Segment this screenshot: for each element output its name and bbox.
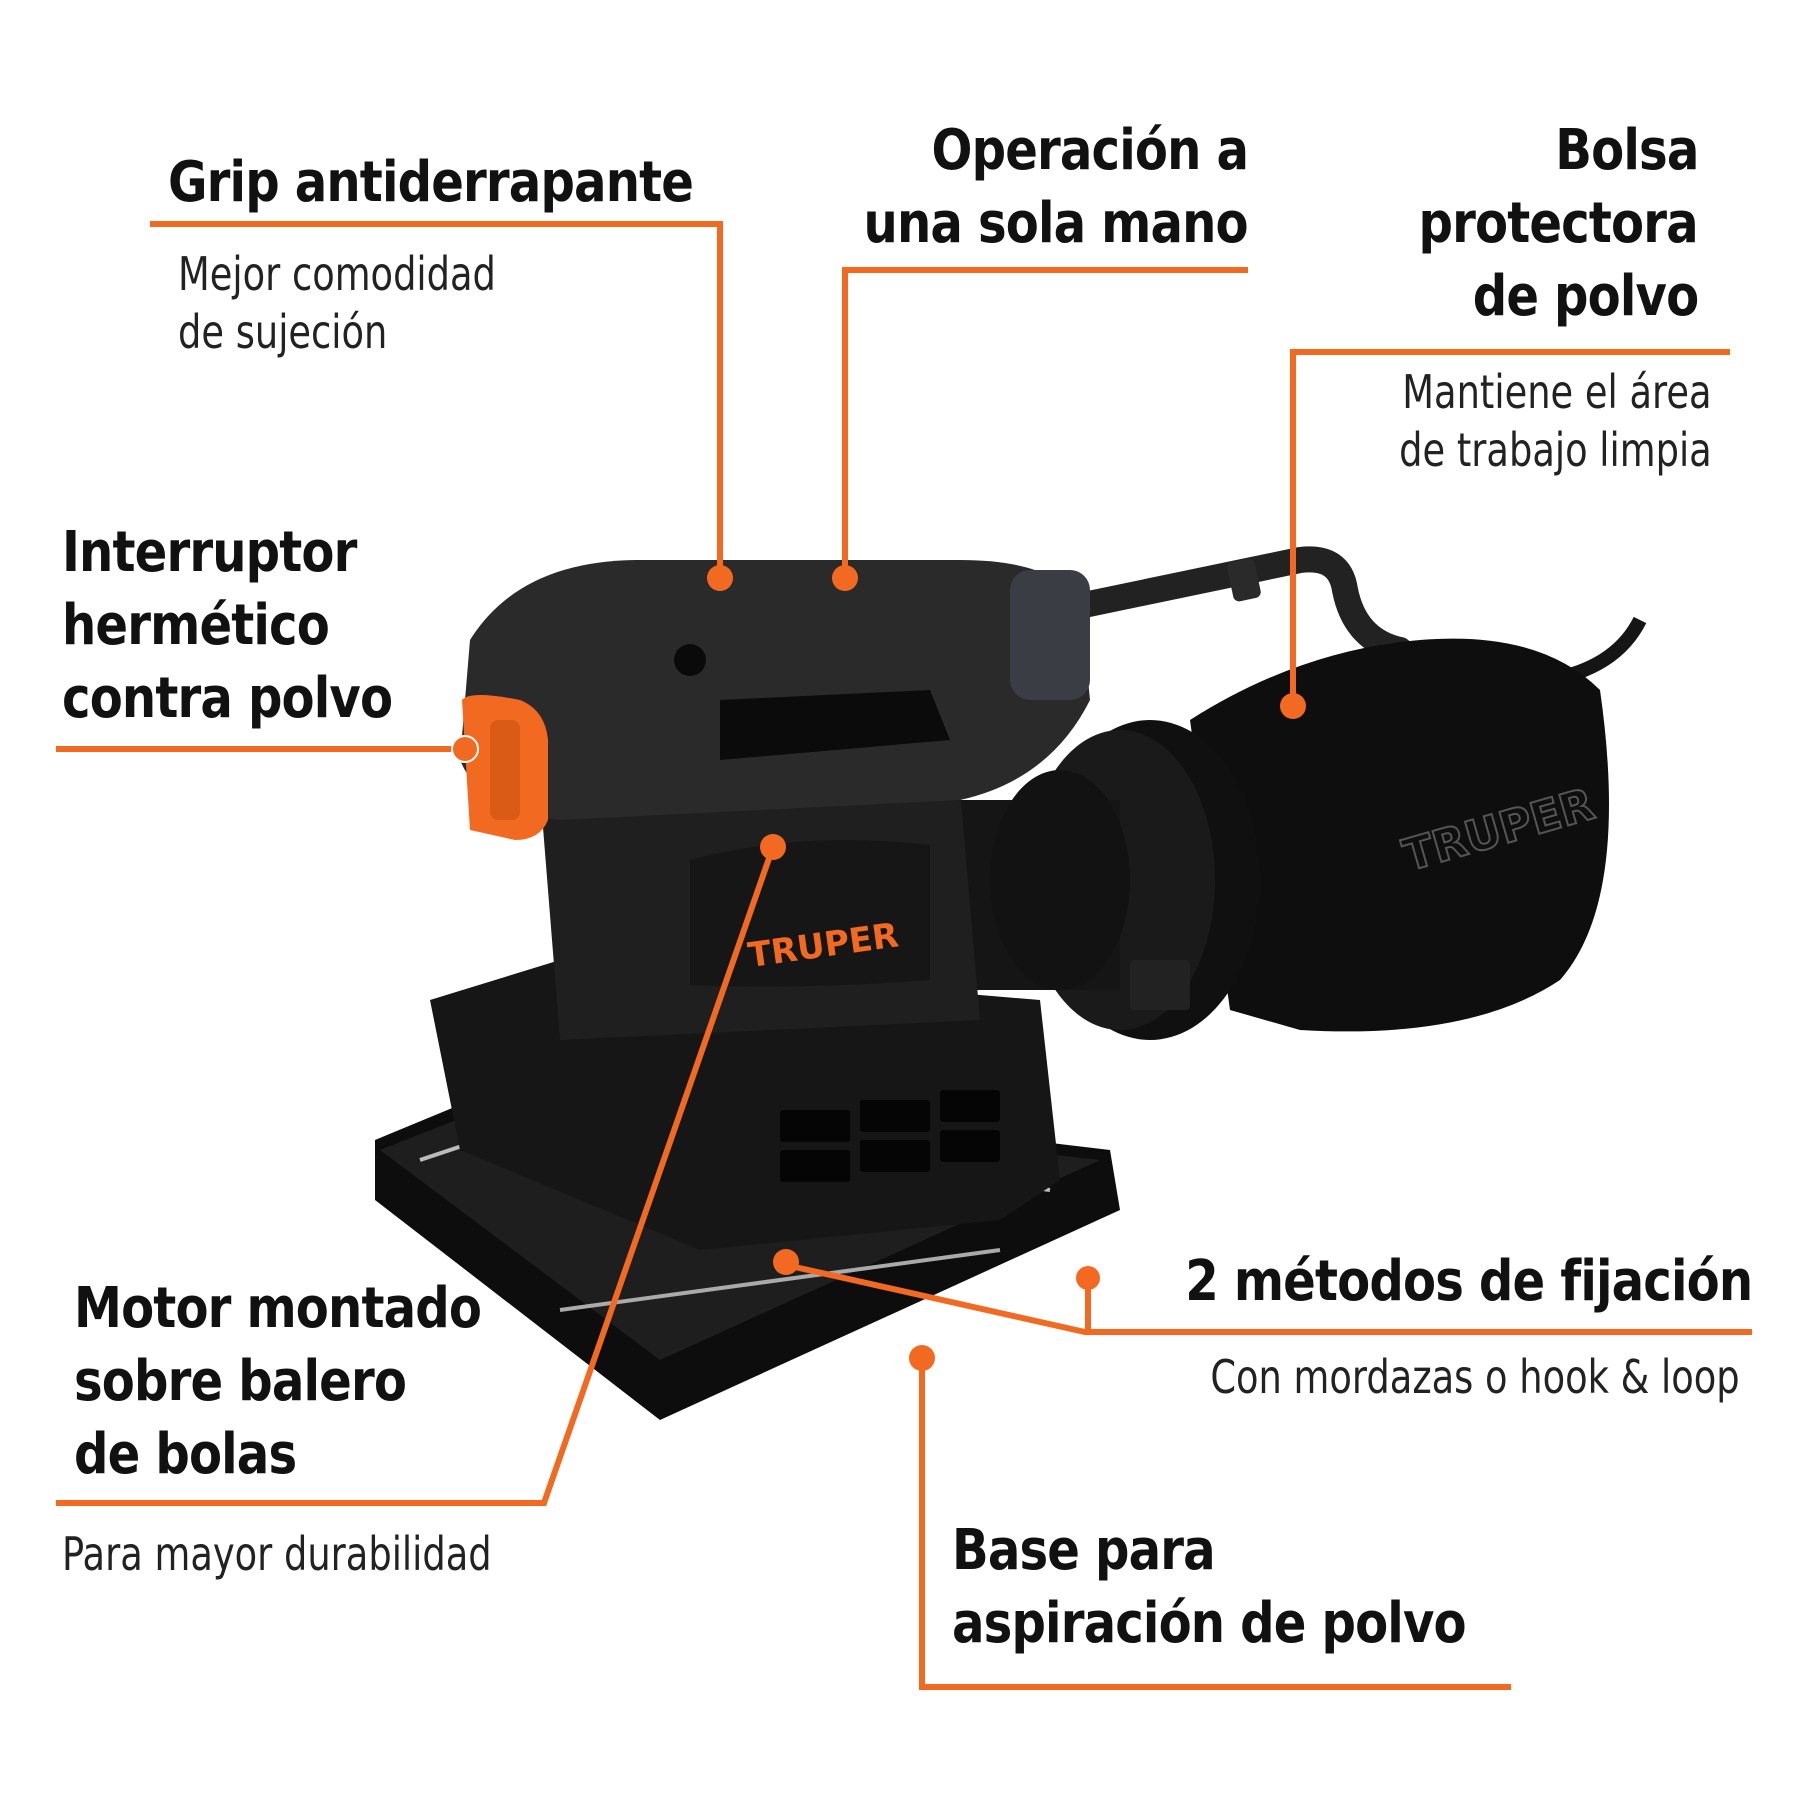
callout-switch-title-3: contra polvo [62,666,393,731]
callout-dust-bag-title-2: protectora [1418,191,1699,256]
callout-fixing-subtitle: Con mordazas o hook & loop [1210,1350,1740,1404]
callout-motor-title-2: sobre balero [74,1349,407,1414]
callout-dust-base-title-2: aspiración de polvo [952,1591,1467,1656]
callout-motor-subtitle: Para mayor durabilidad [62,1527,492,1581]
leader-grip [150,221,723,575]
leader-dust-bag [1290,349,1730,700]
callout-switch-title-1: Interruptor [62,520,357,585]
callout-grip-subtitle-1: Mejor comodidad [178,247,496,301]
leader-motor [56,846,776,1506]
callout-grip-subtitle-2: de sujeción [178,305,388,359]
callout-motor-title-1: Motor montado [74,1276,482,1341]
callout-fixing-title: 2 métodos de fijación [1185,1249,1753,1314]
callout-dust-bag-subtitle-2: de trabajo limpia [1399,423,1712,477]
callout-motor-title-3: de bolas [74,1422,297,1487]
leader-dust-base [919,1360,1511,1690]
callout-dust-bag-title-3: de polvo [1472,264,1698,329]
sander-motor-housing: TRUPER [540,790,980,1040]
dust-bag-illustration: TRUPER [960,638,1609,1040]
callout-dust-bag-title-1: Bolsa [1554,118,1699,183]
callout-grip-title: Grip antiderrapante [168,150,694,215]
callout-switch-title-2: hermético [62,593,330,658]
leader-dots [451,565,1306,1371]
callout-dust-base-title-1: Base para [952,1518,1216,1583]
callout-one-hand-title-1: Operación a [931,118,1248,183]
leader-lines [56,221,1752,1690]
sander-handle [460,560,1090,820]
callout-one-hand-title-2: una sola mano [863,191,1249,256]
callout-dust-bag-subtitle-1: Mantiene el área [1402,365,1712,419]
leader-one-hand [842,267,1248,575]
power-switch [462,695,548,840]
